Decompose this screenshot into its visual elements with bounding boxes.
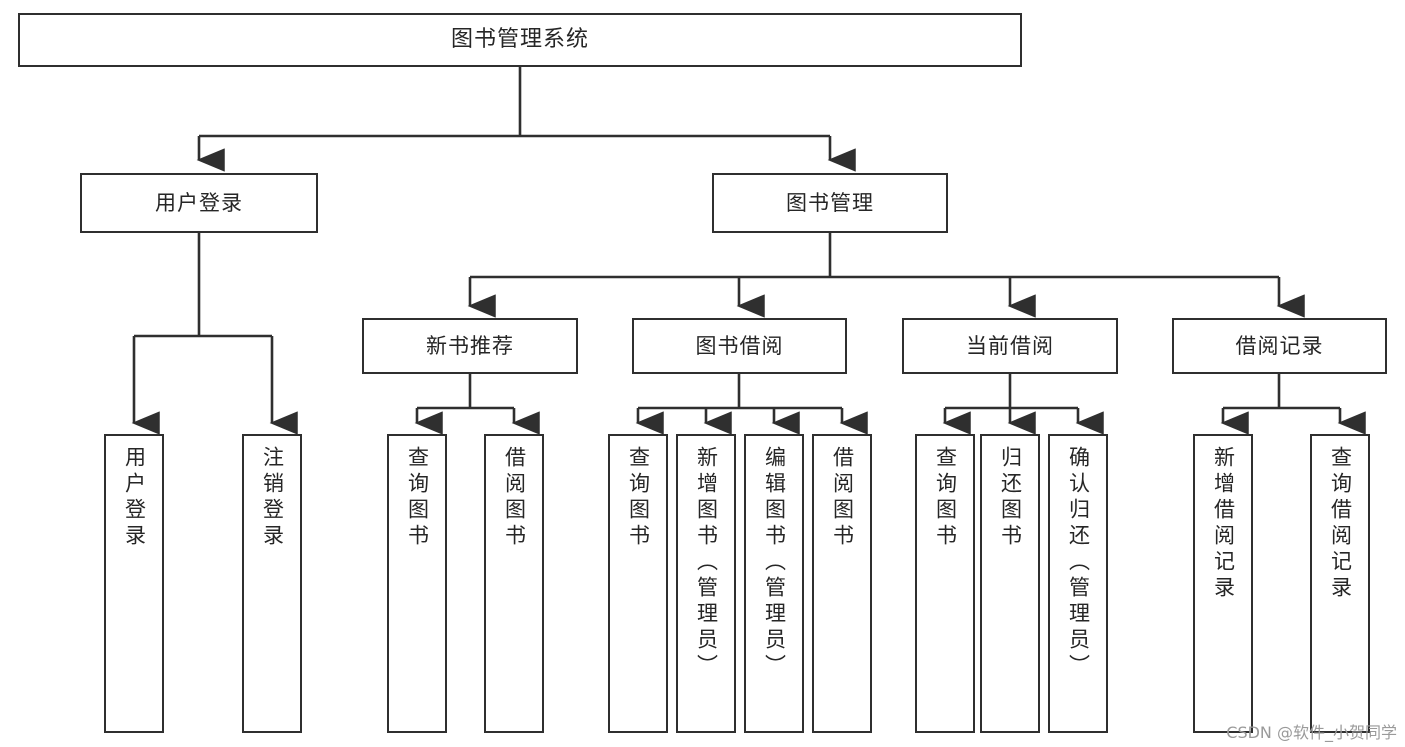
node-label: 图书借阅 [695,333,784,358]
leaf-logout-login[interactable]: 注销登录 [242,434,302,733]
node-book-borrow[interactable]: 图书借阅 [632,318,847,374]
leaf-query-book-current[interactable]: 查询图书 [915,434,975,733]
leaf-edit-book-admin[interactable]: 编辑图书（管理员） [744,434,804,733]
node-label: 借阅记录 [1235,333,1324,358]
node-borrow-record[interactable]: 借阅记录 [1172,318,1387,374]
node-label: 图书管理系统 [450,27,589,53]
node-label: 新书推荐 [426,333,514,358]
leaf-query-borrow-record[interactable]: 查询借阅记录 [1310,434,1370,733]
node-label: 注销登录 [260,446,285,550]
leaf-add-borrow-record[interactable]: 新增借阅记录 [1193,434,1253,733]
node-label: 查询图书 [933,446,958,550]
node-label: 借阅图书 [830,446,855,550]
node-label: 查询图书 [626,446,651,550]
node-label: 查询借阅记录 [1328,446,1353,602]
leaf-borrow-book[interactable]: 借阅图书 [812,434,872,733]
node-current-borrow[interactable]: 当前借阅 [902,318,1118,374]
node-book-manage[interactable]: 图书管理 [712,173,948,233]
leaf-query-book-borrow[interactable]: 查询图书 [608,434,668,733]
leaf-return-book[interactable]: 归还图书 [980,434,1040,733]
node-label: 图书管理 [786,190,874,215]
csdn-watermark: CSDN @软件_小贺同学 [1226,723,1397,742]
node-label: 新增图书（管理员） [694,446,719,680]
leaf-user-login[interactable]: 用户登录 [104,434,164,733]
node-new-book-recommend[interactable]: 新书推荐 [362,318,578,374]
node-user-login[interactable]: 用户登录 [80,173,318,233]
node-label: 新增借阅记录 [1211,446,1236,602]
node-root-system[interactable]: 图书管理系统 [18,13,1022,67]
node-label: 用户登录 [122,446,147,550]
node-label: 用户登录 [155,190,243,215]
node-label: 查询图书 [405,446,430,550]
node-label: 当前借阅 [966,333,1054,358]
node-label: 借阅图书 [502,446,527,550]
node-label: 确认归还（管理员） [1066,446,1091,680]
leaf-add-book-admin[interactable]: 新增图书（管理员） [676,434,736,733]
node-label: 归还图书 [998,446,1023,550]
leaf-borrow-book-recommend[interactable]: 借阅图书 [484,434,544,733]
leaf-query-book-recommend[interactable]: 查询图书 [387,434,447,733]
node-label: 编辑图书（管理员） [762,446,787,680]
leaf-confirm-return-admin[interactable]: 确认归还（管理员） [1048,434,1108,733]
